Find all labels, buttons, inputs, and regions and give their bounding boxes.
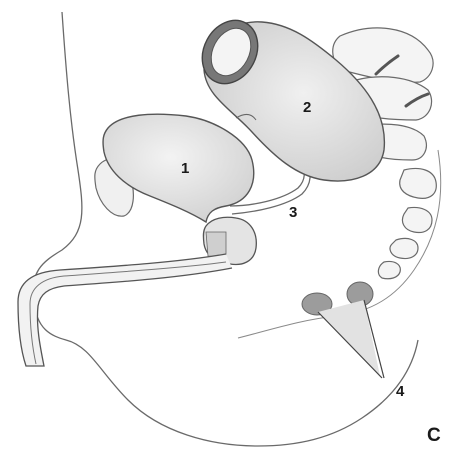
- label-organ-one: 1: [181, 161, 189, 176]
- urethra-outer: [18, 254, 232, 366]
- label-organ-two: 2: [303, 100, 311, 115]
- panel-letter: C: [427, 426, 441, 445]
- label-nodules-four: 4: [396, 384, 404, 399]
- label-duct-three: 3: [289, 205, 297, 220]
- nodule-pointer-wedge: [318, 300, 380, 376]
